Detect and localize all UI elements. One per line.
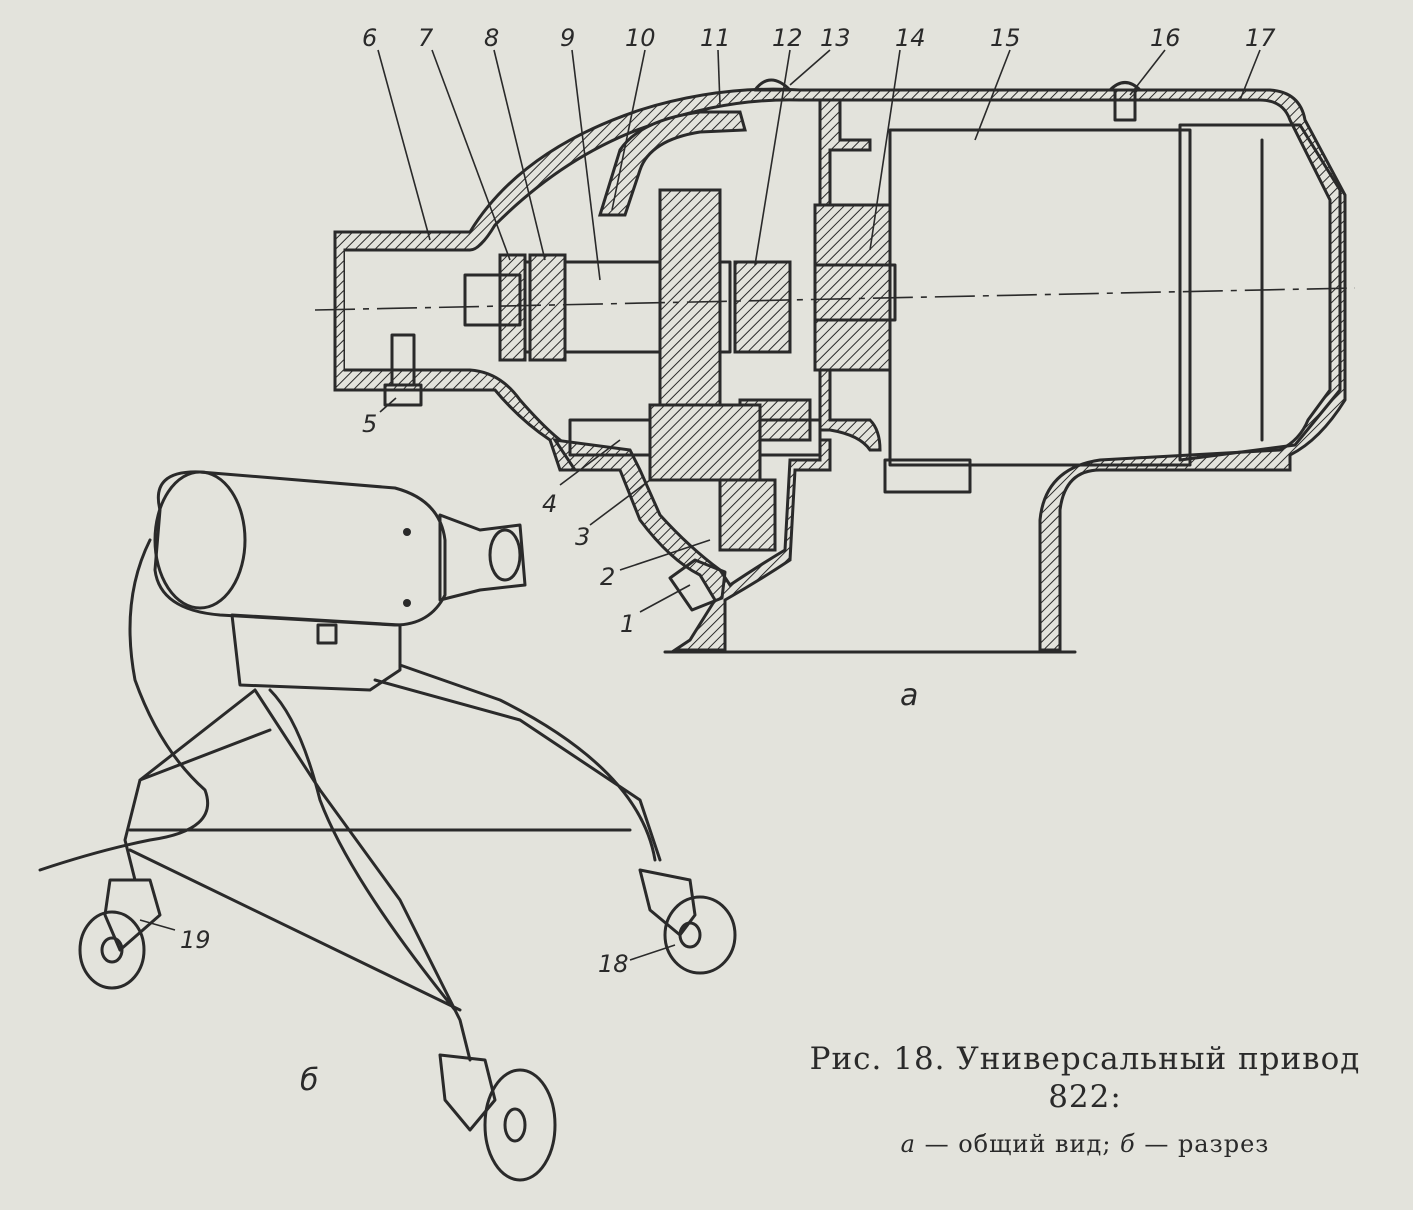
- callout-18: 18: [598, 950, 629, 978]
- shaft-coupling: [463, 273, 522, 327]
- bearing-left: [528, 253, 567, 362]
- seal: [498, 253, 527, 362]
- power-cord: [38, 538, 210, 872]
- caster-wheel-19: [78, 910, 146, 990]
- leader-lines: [139, 49, 1261, 961]
- bearing-right: [813, 203, 892, 372]
- callout-labels: 6 7 8 9 10 11 12 13 14 15 16 17 5 4 3 2 …: [180, 24, 1276, 1098]
- caption-legend: а — общий вид; б — разрез: [790, 1130, 1380, 1158]
- callout-1: 1: [620, 610, 635, 638]
- caption-letter-a: а: [900, 1130, 916, 1158]
- housing-shell: [333, 87, 1347, 652]
- callout-6: 6: [362, 24, 377, 52]
- motor-body: [153, 470, 447, 627]
- caption-text-a: — общий вид;: [915, 1130, 1121, 1158]
- countershaft-gear: [648, 403, 762, 482]
- gear-large: [658, 188, 722, 422]
- caption-text-b: — разрез: [1135, 1130, 1270, 1158]
- figure-caption: Рис. 18. Универсальный привод 822: а — о…: [790, 1040, 1380, 1158]
- callout-5: 5: [362, 410, 377, 438]
- caption-title: Рис. 18. Универсальный привод 822:: [790, 1040, 1380, 1116]
- callout-8: 8: [484, 24, 499, 52]
- callout-12: 12: [772, 24, 803, 52]
- motor-flange: [818, 98, 882, 452]
- screw-13: [753, 78, 792, 92]
- drain-plug: [668, 558, 727, 612]
- caster-wheel-front: [483, 1068, 557, 1182]
- motor-end-cap: [1178, 123, 1342, 462]
- motor-foot: [883, 458, 972, 494]
- callout-2: 2: [600, 563, 615, 591]
- callout-19: 19: [180, 926, 211, 954]
- callout-11: 11: [700, 24, 731, 52]
- gear-case-lower: [551, 438, 832, 652]
- inner-wall: [597, 110, 747, 217]
- callout-13: 13: [820, 24, 851, 52]
- cross-section-drawing: [314, 78, 1356, 654]
- callout-10: 10: [625, 24, 656, 52]
- frame-tubes: [123, 663, 662, 1062]
- callout-14: 14: [895, 24, 926, 52]
- callout-3: 3: [575, 523, 590, 551]
- caption-title-line2: 822:: [1048, 1079, 1122, 1115]
- panel-label-a: а: [900, 678, 918, 713]
- callout-17: 17: [1245, 24, 1276, 52]
- callout-16: 16: [1150, 24, 1181, 52]
- callout-7: 7: [418, 24, 434, 52]
- caption-letter-b: б: [1120, 1130, 1136, 1158]
- general-view-drawing: [38, 470, 737, 1182]
- callout-15: 15: [990, 24, 1021, 52]
- caption-title-line1: Рис. 18. Универсальный привод: [809, 1041, 1361, 1077]
- callout-4: 4: [542, 490, 557, 518]
- callout-9: 9: [560, 24, 575, 52]
- lower-gear: [718, 478, 777, 552]
- screw-16: [1108, 81, 1142, 92]
- caster-wheel-18: [663, 895, 737, 975]
- gear-pinion: [733, 260, 792, 354]
- motor-base: [230, 613, 402, 692]
- panel-label-b: б: [300, 1063, 319, 1098]
